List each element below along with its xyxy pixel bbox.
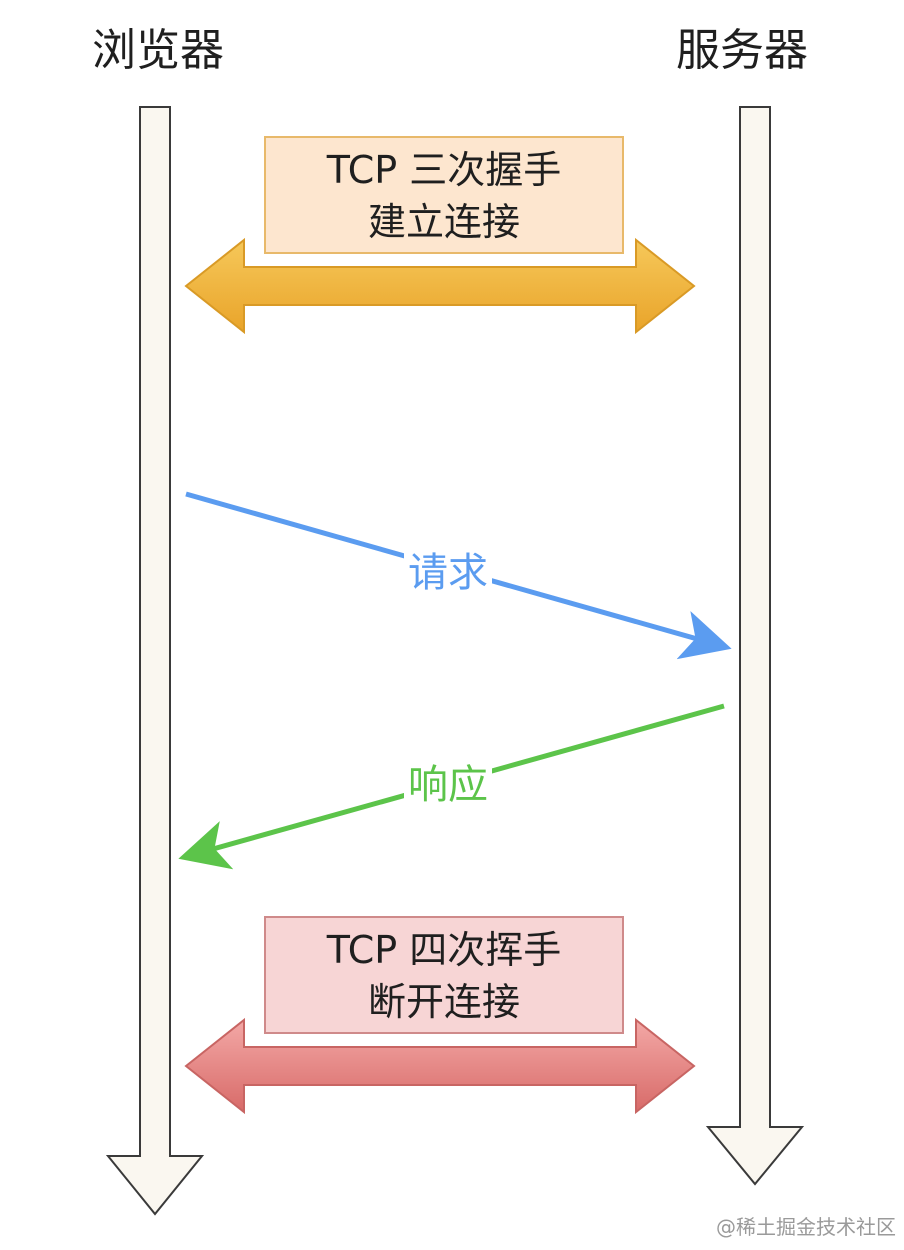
wave-subtitle: 断开连接 (367, 980, 520, 1024)
handshake-subtitle: 建立连接 (367, 200, 520, 244)
request-label: 请求 (404, 548, 492, 598)
server-lane-label: 服务器 (676, 25, 808, 76)
browser-lane-label: 浏览器 (92, 25, 224, 76)
handshake-title: TCP 三次握手 (326, 148, 562, 192)
handshake-double-arrow (184, 237, 696, 335)
browser-lifeline (105, 106, 205, 1216)
response-label: 响应 (404, 760, 492, 810)
wave-box: TCP 四次挥手 断开连接 (264, 916, 624, 1034)
server-lifeline (705, 106, 805, 1186)
watermark: @稀土掘金技术社区 (716, 1215, 896, 1239)
wave-title: TCP 四次挥手 (326, 928, 562, 972)
handshake-box: TCP 三次握手 建立连接 (264, 136, 624, 254)
wave-double-arrow (184, 1017, 696, 1115)
